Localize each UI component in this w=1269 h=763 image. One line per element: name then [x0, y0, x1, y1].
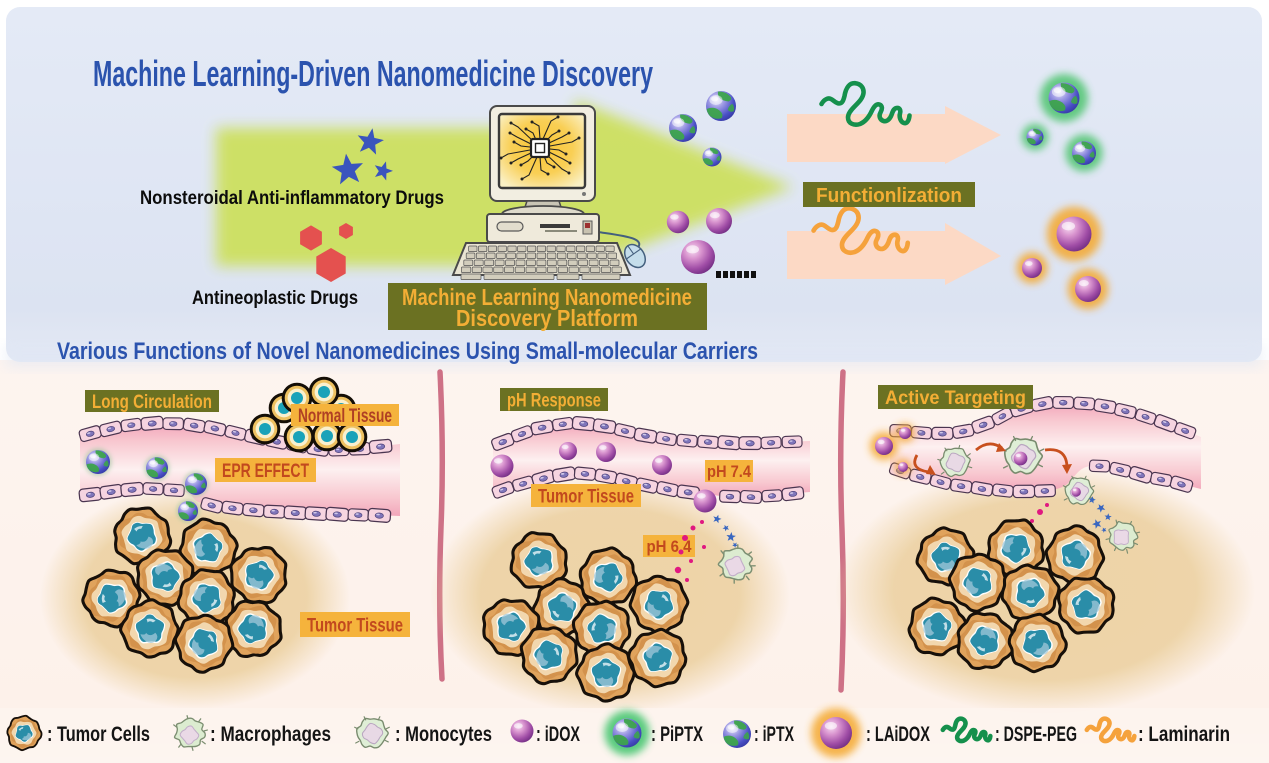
- svg-text:Tumor Tissue: Tumor Tissue: [538, 486, 634, 507]
- svg-text:Long Circulation: Long Circulation: [92, 392, 212, 413]
- svg-text:: DSPE-PEG: : DSPE-PEG: [995, 723, 1077, 746]
- svg-text:Active Targeting: Active Targeting: [885, 388, 1026, 409]
- svg-text:: iDOX: : iDOX: [536, 723, 580, 746]
- svg-text:Normal Tissue: Normal Tissue: [298, 406, 392, 427]
- svg-text:Discovery Platform: Discovery Platform: [456, 305, 638, 331]
- svg-text:: Laminarin: : Laminarin: [1138, 723, 1230, 746]
- svg-text:Various Functions of Novel N: Various Functions of Novel Nanomedicines…: [57, 338, 758, 365]
- svg-text:Machine Learning Nanomedicine: Machine Learning Nanomedicine: [402, 284, 692, 310]
- svg-text:Nonsteroidal Anti-inflammatory: Nonsteroidal Anti-inflammatory Drugs: [140, 188, 444, 209]
- svg-text:pH Response: pH Response: [507, 390, 601, 411]
- svg-text:Tumor Tissue: Tumor Tissue: [307, 615, 403, 636]
- svg-text:EPR EFFECT: EPR EFFECT: [222, 461, 309, 482]
- svg-text:: Monocytes: : Monocytes: [395, 723, 492, 746]
- svg-text:Machine Learning-Driven Nanome: Machine Learning-Driven Nanomedicine Dis…: [93, 53, 653, 94]
- svg-text:: LAiDOX: : LAiDOX: [866, 723, 930, 746]
- svg-text:Antineoplastic Drugs: Antineoplastic Drugs: [192, 288, 358, 309]
- svg-text:: PiPTX: : PiPTX: [651, 723, 703, 746]
- svg-text:: Macrophages: : Macrophages: [210, 723, 331, 746]
- svg-text:Functionlization: Functionlization: [816, 185, 962, 207]
- svg-text:: Tumor Cells: : Tumor Cells: [47, 723, 150, 746]
- svg-text:pH 7.4: pH 7.4: [707, 462, 751, 481]
- svg-text:: iPTX: : iPTX: [754, 723, 794, 746]
